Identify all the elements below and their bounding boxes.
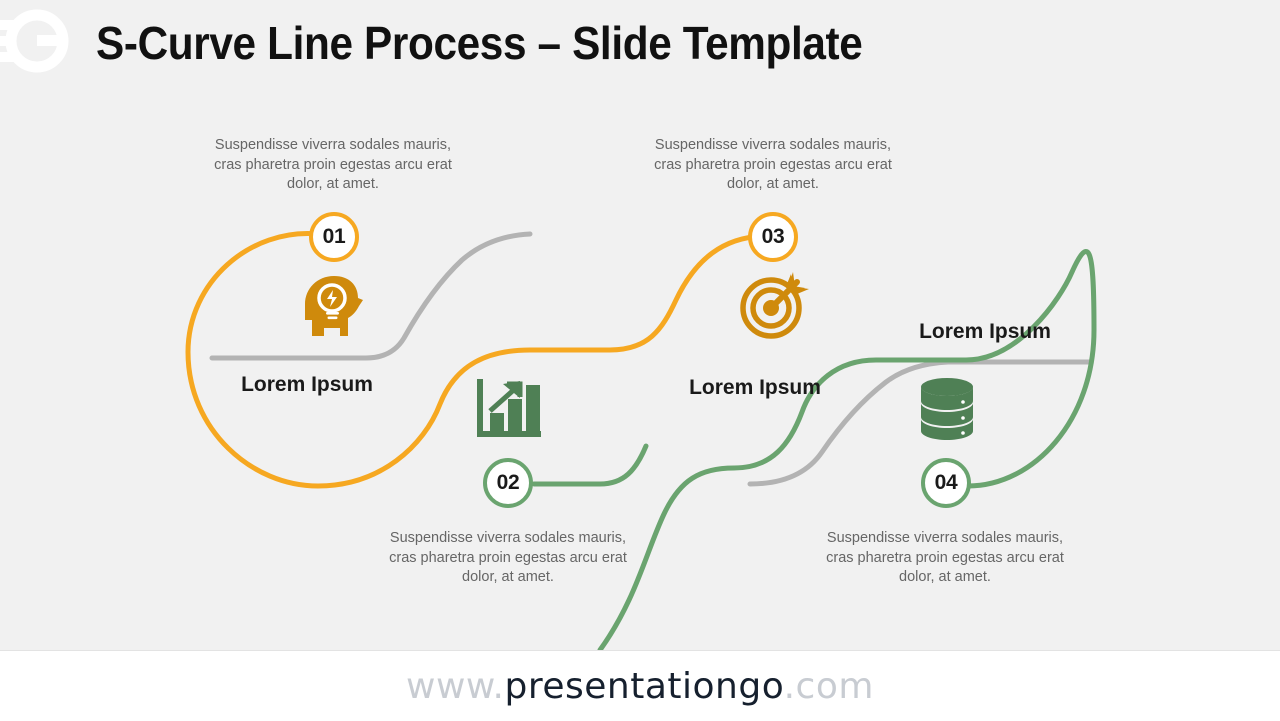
head-lightbulb-icon [305, 276, 363, 336]
step-badge-02[interactable]: 02 [483, 458, 533, 508]
bar-chart-growth-icon [477, 379, 541, 437]
step-badge-01[interactable]: 01 [309, 212, 359, 262]
connector-line-gray-right [747, 359, 1093, 487]
footer-website-url[interactable]: www.presentationgo.com [406, 666, 874, 707]
connector-curve-green-left [597, 357, 969, 650]
footer-url-prefix: www. [406, 665, 505, 707]
step-title-03: Lorem Ipsum [919, 320, 1051, 343]
connector-line-gray-left [209, 231, 533, 361]
s-curve-process-diagram [185, 231, 1097, 650]
footer-url-suffix: .com [783, 665, 874, 707]
database-stack-icon [921, 378, 973, 440]
step-title-02: Lorem Ipsum [689, 376, 821, 399]
connector-curve-orange [185, 231, 765, 489]
step-number-03: 03 [761, 225, 785, 248]
connector-curve-green-badge02 [531, 443, 649, 487]
step-number-04: 04 [934, 471, 958, 494]
step-description-01: Suspendisse viverra sodales mauris, cras… [214, 137, 452, 192]
step-description-04: Suspendisse viverra sodales mauris, cras… [826, 530, 1064, 585]
connector-curve-green-right-loop [963, 248, 1097, 489]
step-number-01: 01 [322, 225, 346, 248]
step-badge-04[interactable]: 04 [921, 458, 971, 508]
footer-url-main: presentationgo [504, 665, 784, 707]
step-badge-03[interactable]: 03 [748, 212, 798, 262]
step-number-02: 02 [496, 471, 520, 494]
step-title-01: Lorem Ipsum [241, 373, 373, 396]
target-arrow-icon [740, 272, 809, 339]
page-title: S-Curve Line Process – Slide Template [96, 17, 863, 69]
step-description-03: Suspendisse viverra sodales mauris, cras… [654, 137, 892, 192]
footer-bar: www.presentationgo.com [0, 650, 1280, 721]
step-description-02: Suspendisse viverra sodales mauris, cras… [389, 530, 627, 585]
